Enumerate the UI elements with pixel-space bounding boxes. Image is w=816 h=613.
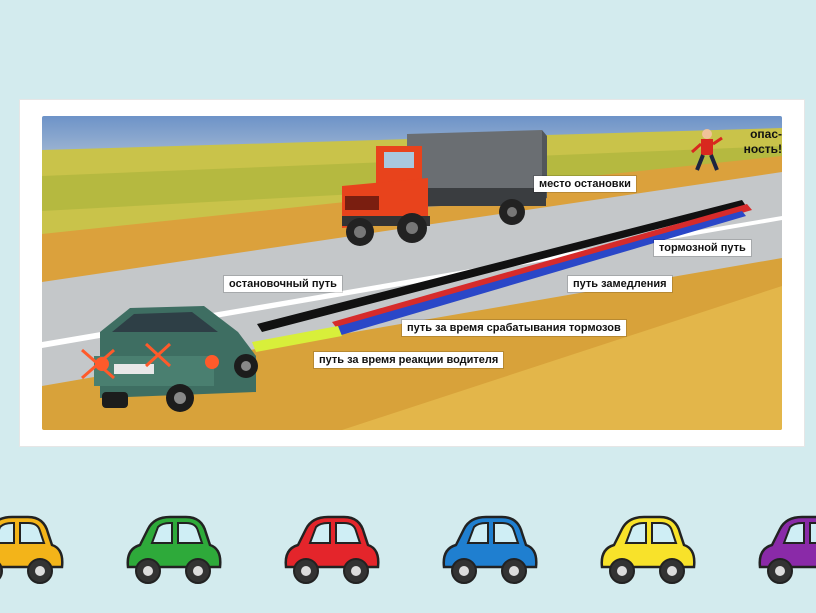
brake-actuation-stripe — [332, 211, 746, 336]
road-scene — [42, 116, 782, 430]
stopping-path-stripe — [257, 200, 746, 332]
label-deceleration-path: путь замедления — [568, 276, 672, 292]
green-car — [81, 306, 258, 412]
stopping-distance-illustration: место остановки тормозной путь остановоч… — [42, 116, 782, 430]
danger-label: опас- ность! — [726, 127, 782, 157]
label-reaction-path: путь за время реакции водителя — [314, 352, 504, 368]
toy-car-red — [276, 505, 386, 597]
toy-car-purple — [750, 505, 816, 597]
toy-car-orange — [0, 505, 70, 597]
toy-car-yellow — [592, 505, 702, 597]
reaction-stripe — [252, 326, 342, 352]
danger-line-2: ность! — [743, 142, 782, 156]
label-brake-actuation: путь за время срабатывания тормозов — [402, 320, 626, 336]
label-braking-path: тормозной путь — [654, 240, 751, 256]
label-stopping-path: остановочный путь — [224, 276, 342, 292]
toy-car-green — [118, 505, 228, 597]
toy-car-blue — [434, 505, 544, 597]
label-stop-place: место остановки — [534, 176, 636, 192]
pedestrian — [691, 129, 723, 171]
danger-line-1: опас- — [750, 127, 782, 141]
toy-cars-row — [0, 505, 816, 605]
truck — [342, 130, 547, 246]
